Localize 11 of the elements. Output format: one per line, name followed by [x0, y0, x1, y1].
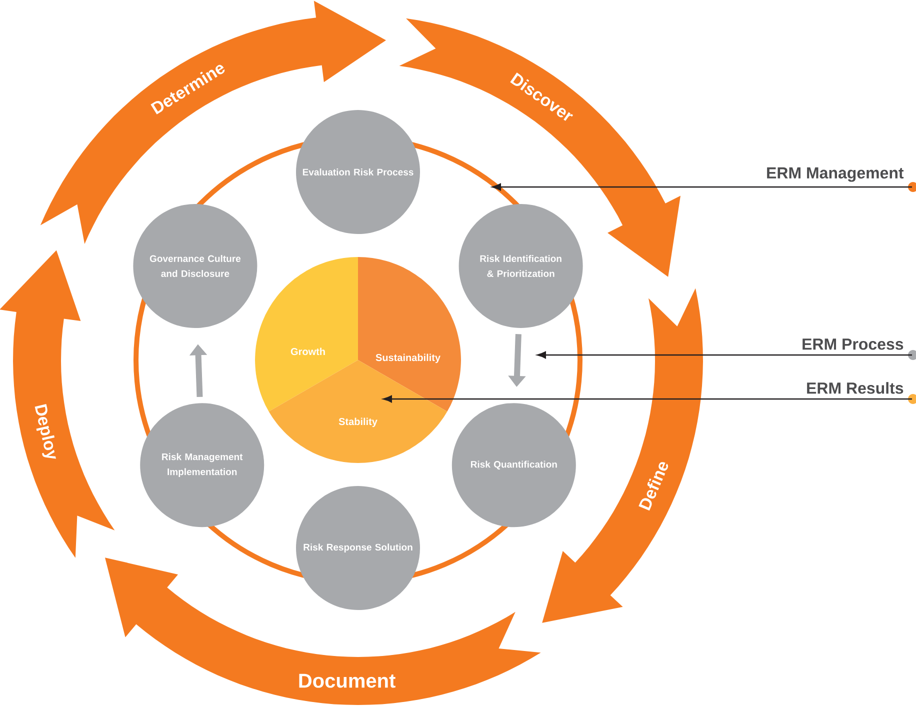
arrow: [537, 351, 912, 359]
side-label: ERM Results: [807, 382, 904, 394]
arrow: [492, 183, 912, 191]
arrow: [383, 395, 912, 403]
side-label: ERM Process: [802, 338, 904, 350]
side-label: ERM Management: [767, 167, 904, 182]
band-label: Document: [299, 674, 396, 688]
slice-label: Stability: [338, 418, 378, 428]
band-label: Deploy: [34, 404, 56, 459]
slice-label: Growth: [290, 348, 325, 356]
slice-label: Sustainability: [376, 354, 440, 364]
